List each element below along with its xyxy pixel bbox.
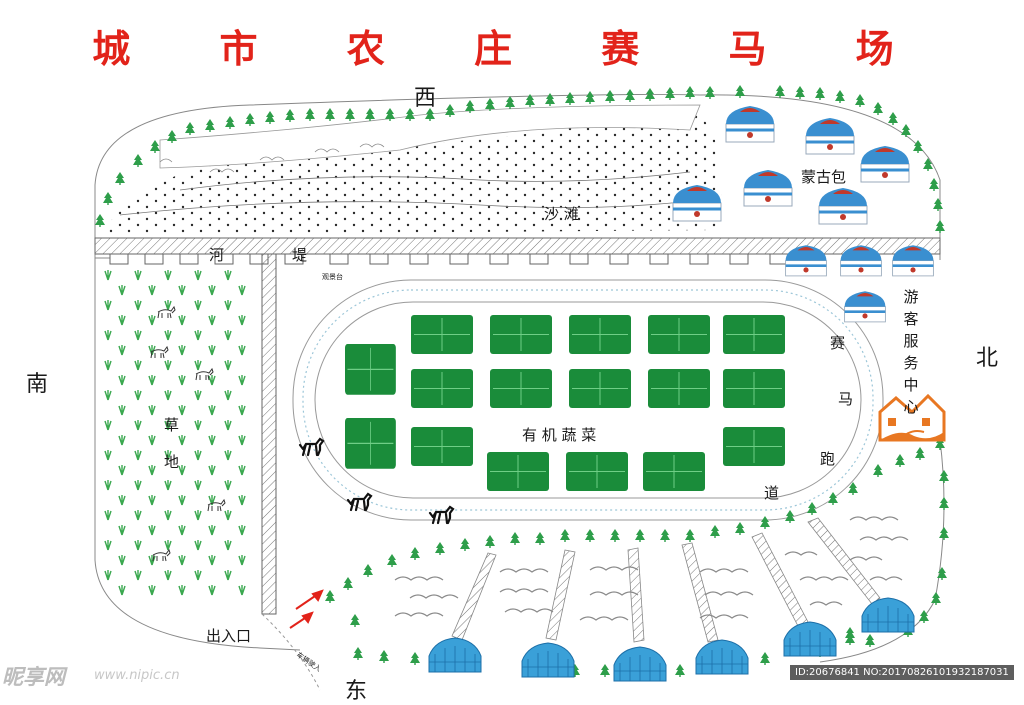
direction-west: 西 bbox=[414, 86, 437, 111]
racetrack-label-4: 道 bbox=[764, 484, 780, 502]
grazing-horses bbox=[150, 306, 226, 562]
vegetable-fields bbox=[344, 314, 786, 492]
boundary-west bbox=[94, 258, 301, 651]
entrance-label: 出入口 bbox=[206, 627, 252, 645]
visitor-center-label: 游客服务中心 bbox=[903, 288, 919, 416]
embankment-label: 堤 bbox=[292, 246, 308, 264]
visitor-center-icon bbox=[878, 393, 946, 442]
watermark-logo: 昵享网 bbox=[2, 665, 65, 689]
grassland-label-top: 草 bbox=[164, 416, 180, 434]
grassland-label-bottom: 地 bbox=[164, 453, 180, 471]
racetrack-label-1: 赛 bbox=[830, 334, 846, 352]
mongolian-yurts-label: 蒙古包 bbox=[801, 168, 847, 186]
sand-beach-label: 沙 滩 bbox=[544, 205, 579, 223]
racetrack-lane bbox=[302, 289, 874, 511]
organic-vegetables-label: 有 机 蔬 菜 bbox=[522, 426, 597, 444]
entry-arrows bbox=[289, 589, 324, 629]
watermark-url: www.nipic.cn bbox=[94, 668, 180, 683]
page-title: 城 市 农 庄 赛 马 场 bbox=[92, 26, 932, 71]
direction-south: 南 bbox=[26, 372, 49, 397]
racetrack-inner bbox=[314, 301, 862, 499]
entrance-path bbox=[261, 613, 321, 691]
sand-dunes bbox=[159, 104, 701, 169]
racetrack-label-2: 马 bbox=[838, 390, 854, 408]
boardwalks bbox=[451, 517, 881, 643]
direction-east: 东 bbox=[345, 679, 368, 704]
viewing-platform-label: 观景台 bbox=[322, 273, 343, 281]
racetrack-outer bbox=[292, 279, 884, 521]
racetrack-label-3: 跑 bbox=[820, 450, 836, 468]
river-label: 河 bbox=[209, 246, 225, 264]
watermark-id: ID:20676841 NO:20170826101932187031 bbox=[790, 665, 1014, 680]
embankment-battlements bbox=[109, 253, 789, 265]
sand-beach-area bbox=[100, 110, 722, 235]
grassland-wall bbox=[261, 253, 277, 615]
direction-north: 北 bbox=[976, 346, 999, 371]
river-embankment bbox=[94, 237, 941, 255]
boundary-north bbox=[94, 93, 941, 260]
